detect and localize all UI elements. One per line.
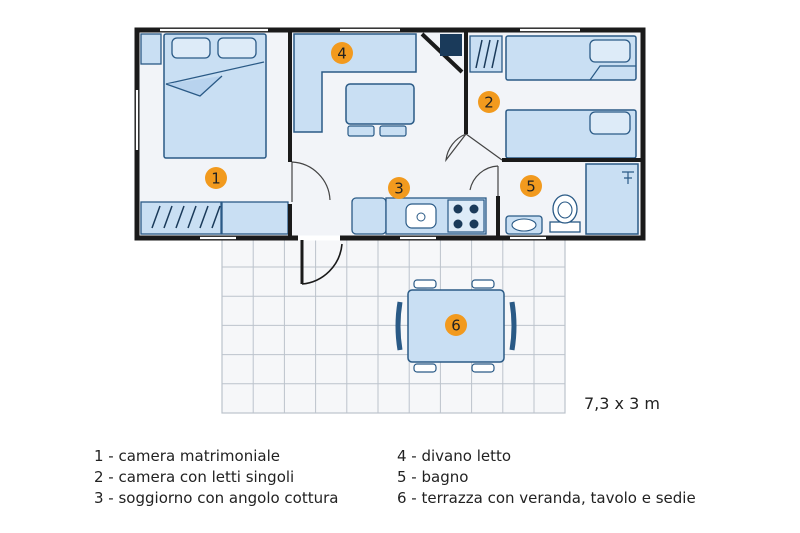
- svg-text:3: 3: [394, 180, 404, 198]
- svg-text:4: 4: [337, 45, 347, 63]
- entrance-corner: [420, 32, 464, 74]
- shower: [585, 163, 639, 235]
- nightstand: [140, 33, 162, 65]
- windows: [135, 28, 580, 240]
- legend-item: 1 - camera matrimoniale: [94, 447, 280, 465]
- svg-text:1: 1: [211, 170, 221, 188]
- badge-room-1: 1: [205, 167, 227, 189]
- dimensions-label: 7,3 x 3 m: [584, 394, 660, 413]
- single-bed-top: [505, 35, 637, 81]
- shelf-1: [221, 201, 289, 235]
- terrace: [221, 237, 566, 414]
- double-bed: [163, 33, 267, 159]
- legend-left: 1 - camera matrimoniale 2 - camera con l…: [94, 446, 339, 509]
- wardrobe-2: [469, 35, 503, 73]
- legend-right: 4 - divano letto 5 - bagno 6 - terrazza …: [397, 446, 696, 509]
- badge-room-3: 3: [388, 177, 410, 199]
- badge-room-6: 6: [445, 314, 467, 336]
- legend-item: 3 - soggiorno con angolo cottura: [94, 489, 339, 507]
- badge-room-5: 5: [520, 175, 542, 197]
- wardrobe-1: [140, 201, 222, 235]
- legend-item: 5 - bagno: [397, 468, 469, 486]
- entrance-door: [298, 235, 343, 285]
- svg-text:2: 2: [484, 94, 494, 112]
- legend-item: 2 - camera con letti singoli: [94, 468, 295, 486]
- svg-text:6: 6: [451, 317, 461, 335]
- door-room1: [291, 161, 331, 202]
- kitchen-counter: [351, 197, 487, 235]
- bath-sink: [505, 215, 543, 235]
- single-bed-bottom: [505, 109, 637, 159]
- door-room2: [445, 133, 503, 163]
- badge-room-2: 2: [478, 91, 500, 113]
- legend-item: 4 - divano letto: [397, 447, 512, 465]
- badge-room-4: 4: [331, 42, 353, 64]
- room-badges: 1 2 3 4 5 6: [205, 42, 542, 336]
- door-bath: [469, 165, 499, 196]
- sofa-bed: [293, 33, 417, 137]
- legend-item: 6 - terrazza con veranda, tavolo e sedie: [397, 489, 696, 507]
- svg-text:5: 5: [526, 178, 536, 196]
- toilet: [549, 194, 581, 233]
